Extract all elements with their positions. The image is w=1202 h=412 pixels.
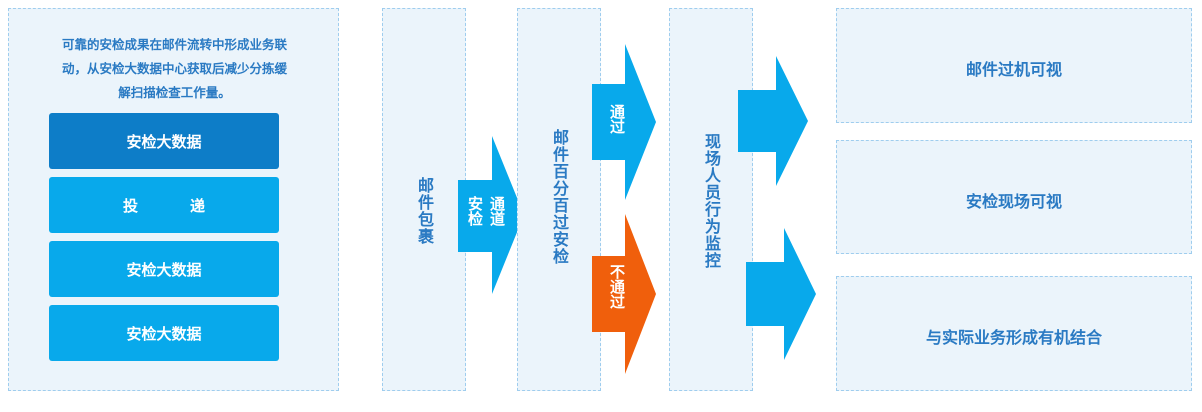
description-line-3: 解扫描检查工作量。 bbox=[118, 85, 231, 100]
result-panel-3: 与实际业务形成有机结合 bbox=[836, 276, 1192, 391]
result-text-3: 与实际业务形成有机结合 bbox=[925, 328, 1102, 347]
result-arrow-top bbox=[738, 56, 808, 186]
security-channel-text-col1: 安检 bbox=[466, 196, 484, 226]
full-inspection-panel: 邮件百分百过安检 bbox=[517, 8, 601, 391]
security-channel-arrow bbox=[458, 136, 524, 294]
security-bigdata-box-3: 安检大数据 bbox=[49, 305, 279, 361]
result-panel-2: 安检现场可视 bbox=[836, 140, 1192, 254]
security-bigdata-box-2: 安检大数据 bbox=[49, 241, 279, 297]
intro-panel: 可靠的安检成果在邮件流转中形成业务联 动，从安检大数据中心获取后减少分拣缓 解扫… bbox=[8, 8, 339, 391]
security-bigdata-box-1: 安检大数据 bbox=[49, 113, 279, 169]
result-text-1: 邮件过机可视 bbox=[965, 60, 1062, 79]
pass-arrow bbox=[592, 44, 656, 200]
mail-package-label: 邮件包裹 bbox=[415, 177, 434, 245]
security-bigdata-label-3: 安检大数据 bbox=[126, 324, 202, 343]
security-channel-text-col2: 通道 bbox=[488, 196, 506, 226]
fail-arrow bbox=[592, 214, 656, 374]
full-inspection-label: 邮件百分百过安检 bbox=[550, 129, 569, 265]
description-line-1: 可靠的安检成果在邮件流转中形成业务联 bbox=[61, 37, 287, 52]
staff-monitoring-label: 现场人员行为监控 bbox=[702, 133, 721, 269]
description-line-2: 动，从安检大数据中心获取后减少分拣缓 bbox=[61, 61, 287, 76]
staff-monitoring-panel: 现场人员行为监控 bbox=[669, 8, 753, 391]
delivery-box: 投 递 bbox=[49, 177, 279, 233]
result-panel-1: 邮件过机可视 bbox=[836, 8, 1192, 123]
security-bigdata-label-1: 安检大数据 bbox=[126, 132, 202, 151]
delivery-label-b: 递 bbox=[190, 196, 206, 215]
delivery-label-a: 投 bbox=[122, 196, 138, 215]
result-arrow-bottom bbox=[746, 228, 816, 360]
result-text-2: 安检现场可视 bbox=[965, 192, 1062, 211]
fail-label: 不通过 bbox=[608, 264, 626, 309]
intro-description: 可靠的安检成果在邮件流转中形成业务联 动，从安检大数据中心获取后减少分拣缓 解扫… bbox=[9, 33, 340, 105]
pass-label: 通过 bbox=[608, 104, 626, 134]
security-bigdata-label-2: 安检大数据 bbox=[126, 260, 202, 279]
mail-package-panel: 邮件包裹 bbox=[382, 8, 466, 391]
